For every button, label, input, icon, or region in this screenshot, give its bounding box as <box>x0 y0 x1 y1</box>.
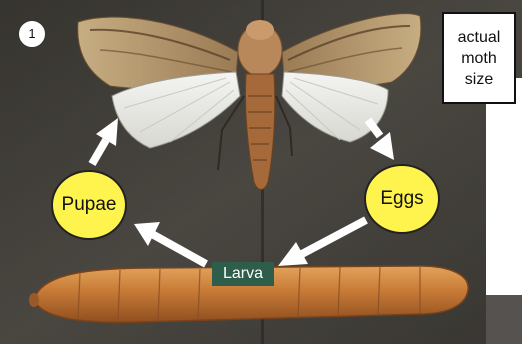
pupae-stage-label: Pupae <box>51 170 127 240</box>
corner-shadow <box>486 295 522 344</box>
moth-head <box>246 20 274 40</box>
larva-stage-label: Larva <box>212 262 274 286</box>
size-note-line-2: moth <box>461 48 497 69</box>
eggs-stage-label: Eggs <box>364 164 440 234</box>
stage-number-badge: 1 <box>18 20 46 48</box>
size-note-line-3: size <box>465 69 493 90</box>
larva-head <box>29 293 39 307</box>
size-note-line-1: actual <box>458 27 501 48</box>
actual-size-note: actual moth size <box>442 12 516 104</box>
page-margin <box>486 78 522 302</box>
